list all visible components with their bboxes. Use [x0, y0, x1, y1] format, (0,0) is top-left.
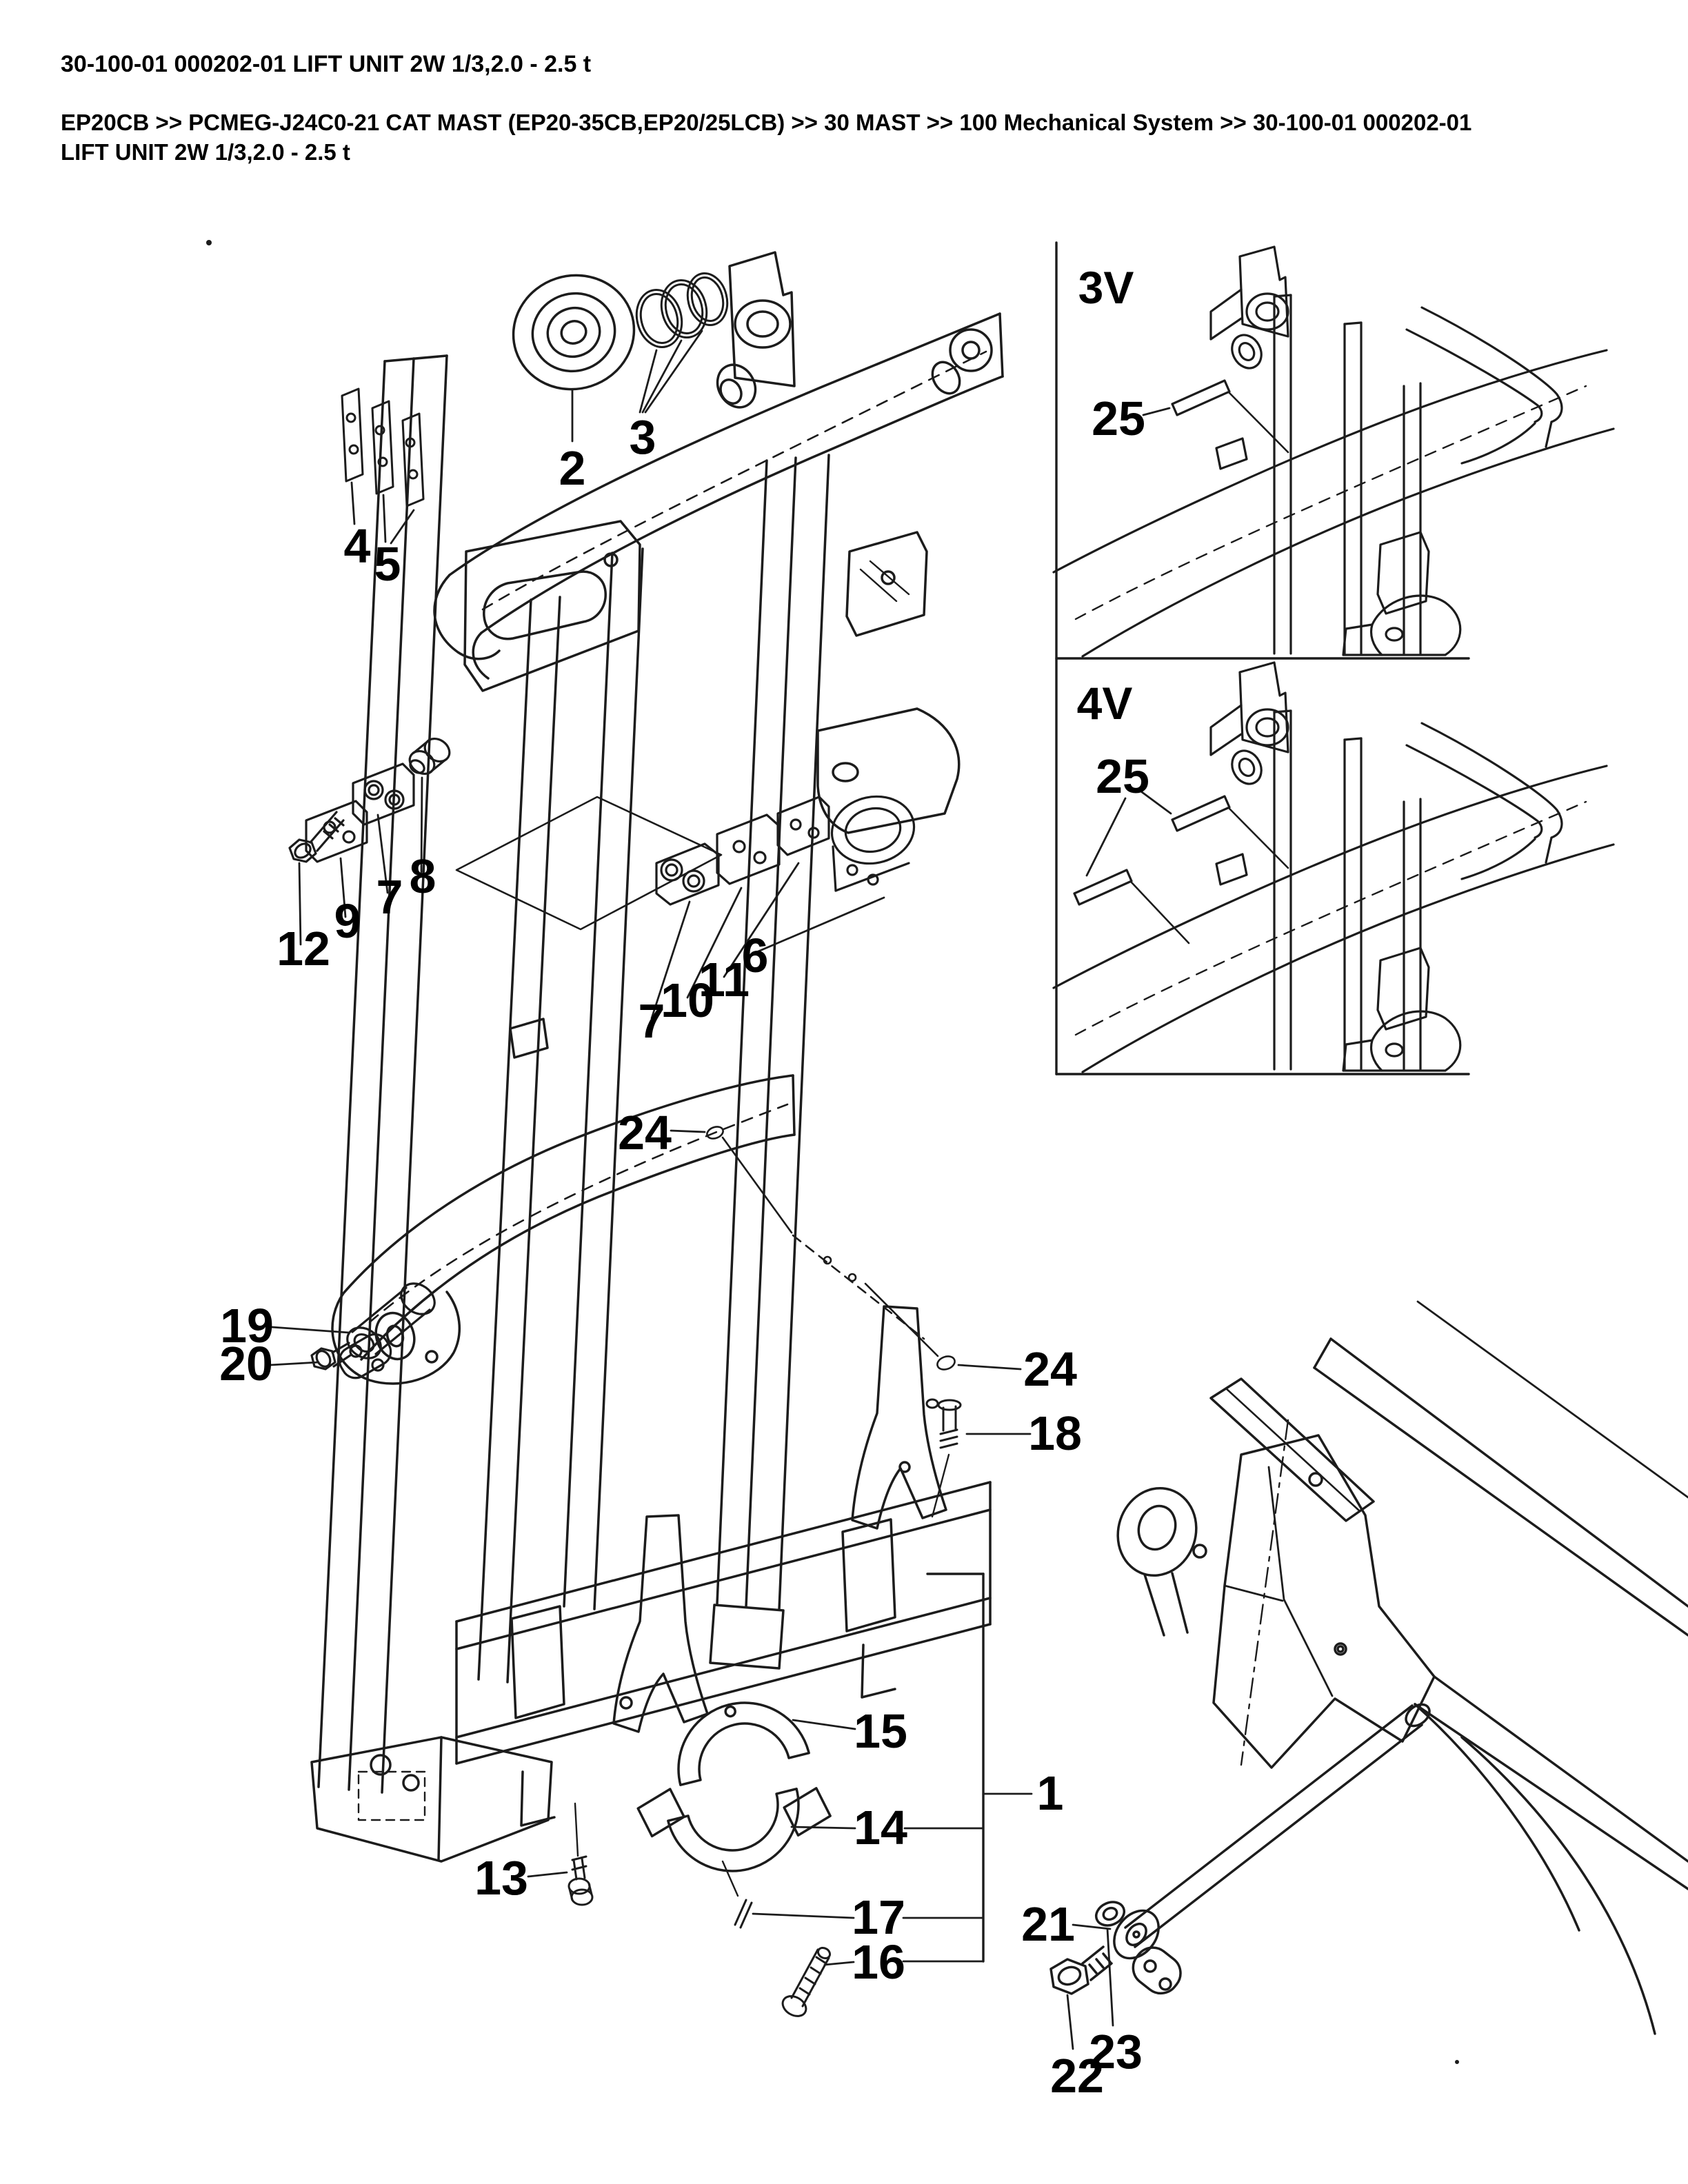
page-title: 30-100-01 000202-01 LIFT UNIT 2W 1/3,2.0… — [61, 51, 592, 77]
callout-5: 5 — [374, 537, 401, 591]
callout-2: 2 — [559, 441, 586, 495]
rail-clip — [509, 1018, 549, 1059]
clamp-parts-left — [288, 737, 451, 863]
inset-3v-label: 3V — [1078, 262, 1134, 313]
inset-4v-callout-25: 25 — [1096, 749, 1149, 803]
mast-assembly-drawing — [206, 240, 1688, 2064]
callout-10: 10 — [661, 973, 714, 1027]
callout-13: 13 — [474, 1851, 528, 1905]
stray-dot-bottom — [1455, 2060, 1459, 2064]
breadcrumb-line-2[interactable]: LIFT UNIT 2W 1/3,2.0 - 2.5 t — [61, 139, 350, 165]
callout-22: 22 — [1050, 2049, 1104, 2103]
callout-18: 18 — [1028, 1406, 1082, 1460]
part-grease-fitting-18 — [925, 1398, 962, 1518]
top-crossmember — [433, 251, 1004, 680]
callout-labels: 2 3 4 5 12 9 7 8 7 10 11 6 24 24 19 20 1… — [219, 410, 1143, 2103]
breadcrumb-line-1[interactable]: EP20CB >> PCMEG-J24C0-21 CAT MAST (EP20-… — [61, 110, 1472, 135]
inset-boxes — [1055, 241, 1470, 1075]
part-shims-4-5 — [341, 387, 425, 507]
clamp-parts-right — [655, 795, 916, 906]
callout-14: 14 — [854, 1801, 907, 1854]
callout-16: 16 — [852, 1935, 905, 1989]
callout-8: 8 — [410, 849, 436, 903]
breadcrumb: EP20CB >> PCMEG-J24C0-21 CAT MAST (EP20-… — [61, 108, 1471, 167]
callout-3: 3 — [630, 410, 656, 464]
callout-6: 6 — [742, 929, 769, 982]
stray-dot-top — [206, 240, 212, 245]
inset-4v: 4V 25 — [1052, 661, 1615, 1073]
callout-7a: 7 — [376, 870, 403, 924]
callout-9: 9 — [334, 894, 361, 948]
pivot-plug-axis — [706, 1126, 956, 1371]
callout-21: 21 — [1021, 1897, 1075, 1951]
chain-anchor-forks — [612, 1305, 947, 1733]
callout-24a: 24 — [618, 1106, 672, 1160]
callout-24b: 24 — [1023, 1342, 1077, 1396]
right-rail-bracket — [816, 531, 961, 834]
callout-17: 17 — [852, 1890, 905, 1944]
mast-foot — [310, 1736, 553, 1863]
callout-12: 12 — [277, 922, 330, 975]
callout-1: 1 — [1037, 1766, 1064, 1820]
inset-4v-label: 4V — [1077, 678, 1133, 729]
section-plane — [455, 796, 723, 931]
lower-tiebar — [331, 1074, 796, 1385]
callout-7b: 7 — [639, 994, 665, 1048]
callout-11: 11 — [699, 953, 750, 1007]
part-bolt-16 — [781, 1946, 832, 2017]
part-pin-19-bolt-20 — [310, 1282, 436, 1379]
tilt-anchor-assembly — [1049, 1300, 1688, 2035]
callout-19: 19 — [220, 1299, 274, 1353]
part-bearing-15 — [677, 1701, 810, 1786]
part-bearing-14 — [636, 1787, 832, 1872]
inset-3v-callout-25: 25 — [1092, 392, 1145, 445]
part-roller-2 — [512, 274, 636, 391]
leader-lines — [269, 330, 1114, 2050]
part-rings-3 — [635, 272, 729, 348]
callout-20: 20 — [219, 1337, 273, 1391]
callout-23: 23 — [1089, 2025, 1143, 2079]
part-bolt-13 — [567, 1802, 594, 1906]
fork-carriage — [455, 1481, 992, 1827]
part-pin-17 — [721, 1860, 753, 1929]
inset-3v: 3V 25 — [1052, 245, 1615, 658]
callout-4: 4 — [344, 519, 371, 573]
hose-bracket — [463, 520, 641, 692]
callout-15: 15 — [854, 1704, 907, 1758]
